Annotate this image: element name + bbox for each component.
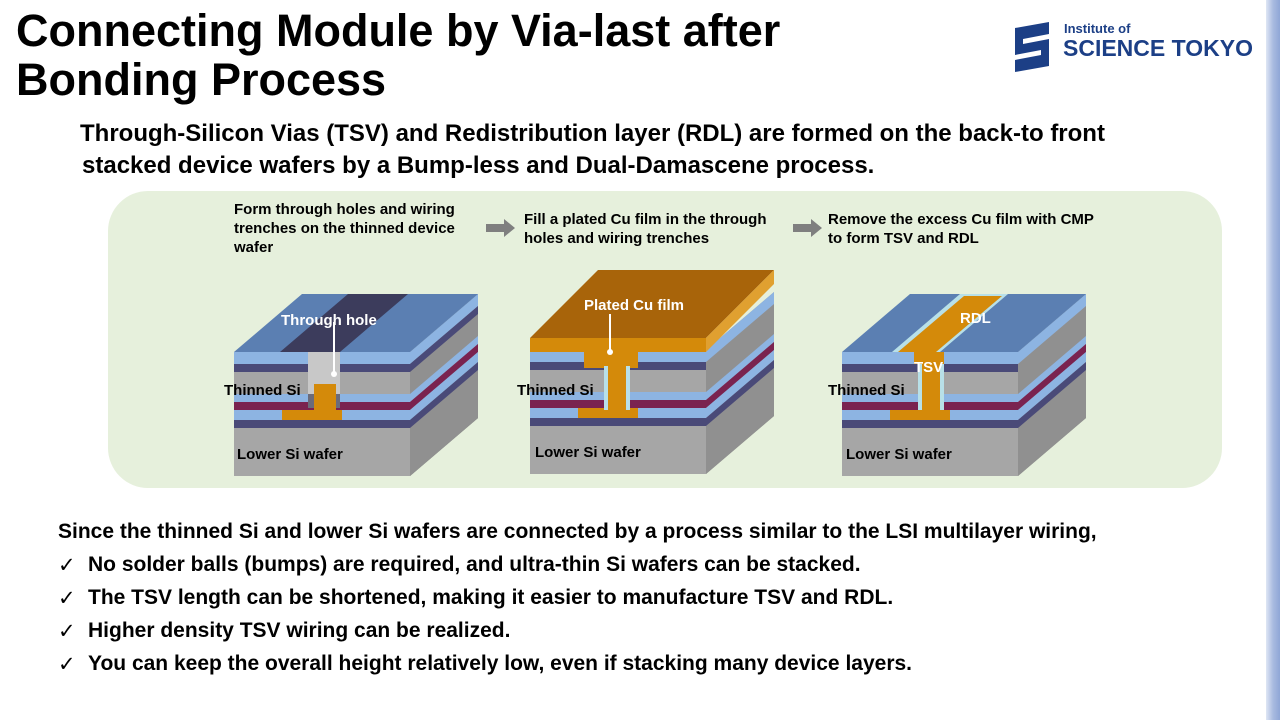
label-lower-si-3: Lower Si wafer (846, 446, 952, 463)
title-line-2: Bonding Process (16, 54, 387, 105)
benefit-list: ✓ No solder balls (bumps) are required, … (58, 553, 912, 685)
label-thinned-si-1: Thinned Si (224, 382, 301, 399)
list-item-text: Higher density TSV wiring can be realize… (88, 619, 511, 642)
logo-text-big: SCIENCE TOKYO (1063, 35, 1253, 61)
right-decor-bar (1266, 0, 1280, 720)
label-lower-si-2: Lower Si wafer (535, 444, 641, 461)
list-item-text: No solder balls (bumps) are required, an… (88, 553, 861, 576)
check-icon: ✓ (58, 587, 76, 610)
diagram-through-hole (234, 294, 478, 476)
label-tsv: TSV (914, 359, 944, 376)
title-line-1: Connecting Module by Via-last after (16, 5, 781, 56)
label-through-hole: Through hole (281, 312, 377, 329)
list-item: ✓ Higher density TSV wiring can be reali… (58, 619, 912, 652)
intro-line-2: stacked device wafers by a Bump-less and… (82, 152, 875, 179)
intro-line-1: Through-Silicon Vias (TSV) and Redistrib… (80, 120, 1105, 147)
institution-logo: Institute of SCIENCE TOKYO (1015, 20, 1255, 74)
check-icon: ✓ (58, 554, 76, 577)
list-item: ✓ The TSV length can be shortened, makin… (58, 586, 912, 619)
diagram-tsv-rdl (842, 294, 1086, 476)
step-1-text: Form through holes and wiring trenches o… (234, 201, 455, 256)
logo-text-small: Institute of (1064, 21, 1131, 36)
label-rdl: RDL (960, 310, 991, 327)
page-title: Connecting Module by Via-last after Bond… (16, 6, 780, 104)
label-thinned-si-3: Thinned Si (828, 382, 905, 399)
diagram-plated-cu (530, 270, 774, 474)
list-item: ✓ No solder balls (bumps) are required, … (58, 553, 912, 586)
list-item: ✓ You can keep the overall height relati… (58, 652, 912, 685)
arrow-right-icon (486, 219, 515, 237)
step-2-text: Fill a plated Cu film in the through hol… (524, 211, 767, 247)
step-3-text: Remove the excess Cu film with CMP to fo… (828, 211, 1094, 247)
label-lower-si-1: Lower Si wafer (237, 446, 343, 463)
intro-paragraph: Through-Silicon Vias (TSV) and Redistrib… (80, 118, 1240, 182)
arrow-right-icon (793, 219, 822, 237)
logo-mark-icon (1015, 22, 1049, 72)
check-icon: ✓ (58, 620, 76, 643)
summary-text: Since the thinned Si and lower Si wafers… (58, 520, 1097, 543)
label-thinned-si-2: Thinned Si (517, 382, 594, 399)
list-item-text: The TSV length can be shortened, making … (88, 586, 894, 609)
label-plated-cu: Plated Cu film (584, 297, 685, 314)
list-item-text: You can keep the overall height relative… (88, 652, 913, 675)
check-icon: ✓ (58, 653, 76, 676)
